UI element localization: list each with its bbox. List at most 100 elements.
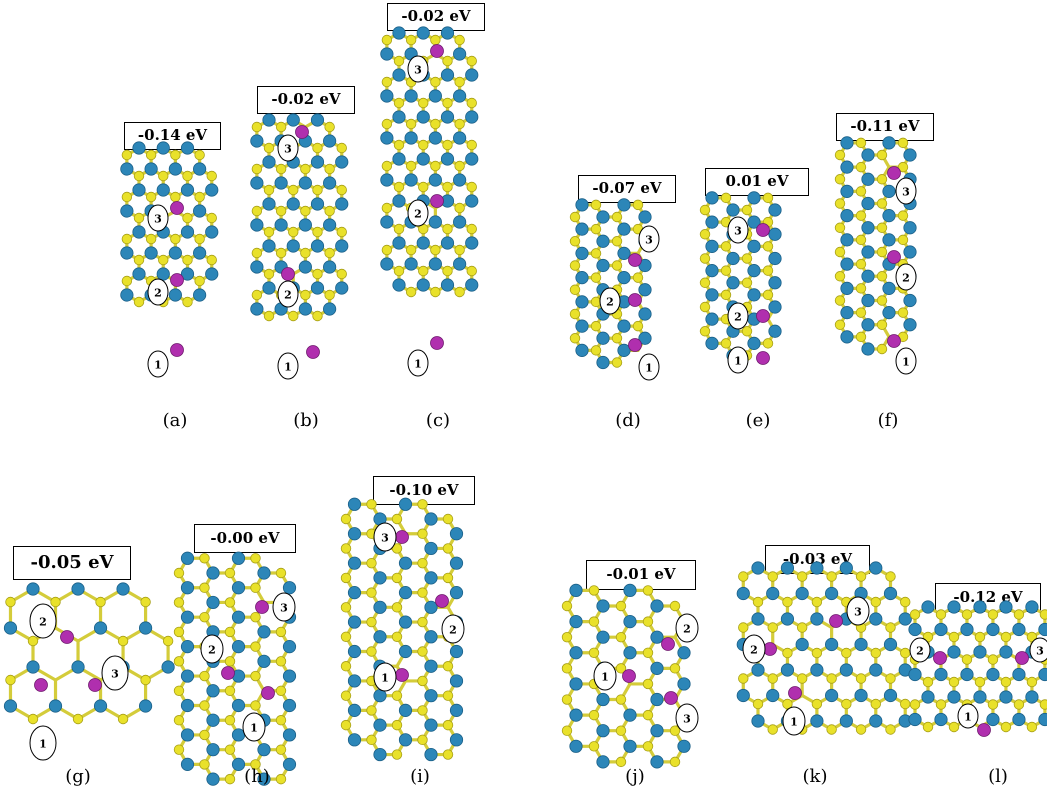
chalcogen-atom [366,646,377,657]
metal-atom [575,343,589,357]
chalcogen-atom [340,719,352,731]
metal-atom [262,113,276,127]
energy-label-j: -0.01 eV [586,560,696,590]
chalcogen-atom [182,212,193,224]
chalcogen-atom [569,284,581,295]
metal-atom [250,302,264,316]
dopant-atom [887,250,901,264]
chalcogen-atom [366,499,377,510]
metal-atom [180,267,195,281]
metal-atom [869,561,883,575]
metal-atom [257,772,271,786]
chalcogen-atom [642,647,654,658]
chalcogen-atom [182,296,193,308]
chalcogen-atom [876,319,888,330]
chalcogen-atom [145,191,157,203]
chalcogen-atom [194,191,205,203]
chalcogen-atom [741,204,753,216]
metal-atom [453,173,467,187]
metal-atom [638,307,652,321]
metal-atom [398,615,413,629]
metal-atom [766,688,780,703]
metal-atom [751,612,765,626]
metal-atom [205,183,219,197]
metal-atom [347,703,362,717]
metal-atom [392,278,406,292]
metal-atom [231,757,246,771]
metal-atom [206,684,220,698]
metal-atom [93,699,108,713]
metal-atom [404,173,418,187]
chalcogen-atom [1039,699,1047,710]
chalcogen-atom [393,55,405,67]
metal-atom [347,644,362,659]
metal-atom [416,26,430,40]
chalcogen-atom [140,596,151,608]
metal-atom [440,152,455,166]
metal-atom [274,218,288,232]
chalcogen-atom [834,295,846,306]
metal-atom [861,269,875,283]
metal-atom [398,497,413,511]
chalcogen-atom [885,622,896,633]
dopant-atom [261,686,275,700]
metal-atom [416,236,430,250]
chalcogen-atom [224,773,236,785]
metal-atom [596,210,610,224]
chalcogen-atom [935,699,947,710]
metal-atom [569,614,583,629]
dopant-atom [977,723,991,737]
metal-atom [449,674,464,688]
dopant-atom [628,338,642,352]
dopant-atom [395,530,409,544]
chalcogen-atom [405,244,417,256]
metal-atom [180,581,195,595]
energy-label-f: -0.11 eV [836,113,934,141]
metal-atom [449,556,464,570]
metal-atom [424,718,438,732]
metal-atom [428,89,442,103]
metal-atom [747,336,761,350]
metal-atom [575,198,589,212]
chalcogen-atom [173,744,185,755]
chalcogen-atom [897,161,909,173]
chalcogen-atom [561,663,573,674]
chalcogen-atom [145,149,157,161]
dopant-atom [933,651,947,665]
metal-atom [810,612,824,626]
chalcogen-atom [588,709,600,721]
chalcogen-atom [224,567,236,579]
chalcogen-atom [275,205,287,217]
metal-atom [161,660,175,674]
chalcogen-atom [194,233,205,245]
chalcogen-atom [588,741,600,752]
metal-atom [973,690,987,704]
chalcogen-atom [762,241,774,252]
dopant-atom [34,678,48,692]
metal-atom [883,637,898,652]
chalcogen-atom [418,139,429,151]
chalcogen-atom [855,210,867,221]
metal-atom [810,561,824,575]
metal-atom [193,288,207,302]
metal-atom [120,246,134,260]
chalcogen-atom [855,673,867,684]
dopant-atom [628,253,642,267]
metal-atom [424,630,438,644]
metal-atom [861,318,875,332]
chalcogen-atom [442,690,454,701]
metal-atom [231,698,246,713]
metal-atom [795,637,809,652]
metal-atom [650,755,664,769]
dopant-atom [170,273,184,287]
metal-atom [392,194,406,208]
site-label-1: 1 [727,346,749,374]
metal-atom [347,497,362,511]
chalcogen-atom [199,553,210,564]
metal-atom [934,712,948,727]
metal-atom [575,271,589,285]
chalcogen-atom [1000,676,1012,688]
chalcogen-atom [121,233,133,245]
chalcogen-atom [324,163,335,175]
metal-atom [180,728,195,742]
